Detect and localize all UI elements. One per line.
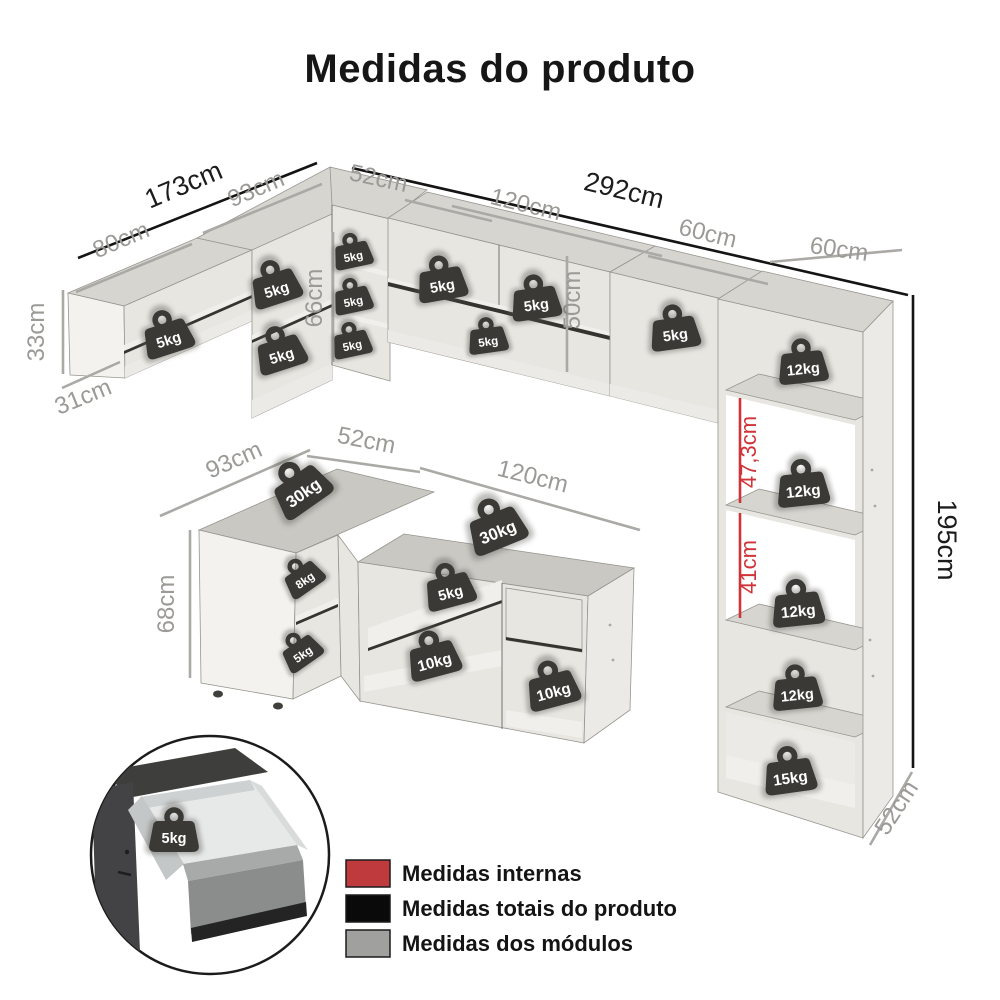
dim-line-80 <box>75 242 193 294</box>
dim-line-120-lower <box>419 466 641 532</box>
weight-badge: 30kg <box>453 485 536 562</box>
weight-badge: 5kg <box>326 227 378 274</box>
measurement-module-33: 33cm <box>23 303 50 362</box>
svg-text:12kg: 12kg <box>786 360 821 379</box>
svg-text:12kg: 12kg <box>785 482 821 503</box>
dim-line-60-second <box>769 248 903 264</box>
dim-line-52-lower <box>306 454 421 474</box>
dim-line-31 <box>61 360 121 390</box>
weight-badge: 5kg <box>325 316 377 363</box>
weight-badge: 15kg <box>756 740 823 799</box>
drawer-detail-inset: 5kg <box>89 734 331 976</box>
measurement-module-60-first: 60cm <box>676 214 739 254</box>
measurement-total-height: 195cm <box>932 499 962 580</box>
svg-text:5kg: 5kg <box>263 279 292 302</box>
weight-badge: 30kg <box>255 444 342 528</box>
weight-badge: 12kg <box>770 454 836 511</box>
legend: Medidas internas Medidas totais do produ… <box>345 859 677 958</box>
weight-badge: 10kg <box>397 622 469 687</box>
measurement-module-80: 80cm <box>89 216 154 264</box>
svg-text:15kg: 15kg <box>772 768 809 790</box>
weight-badge: 12kg <box>765 574 831 631</box>
svg-text:12kg: 12kg <box>780 602 816 623</box>
measurement-module-93-lower: 93cm <box>202 436 267 485</box>
top-face <box>716 270 894 333</box>
svg-text:12kg: 12kg <box>780 686 815 705</box>
weight-badge: 5kg <box>503 269 567 325</box>
dim-line-93-upper <box>202 182 323 235</box>
weight-badge: 5kg <box>414 554 482 616</box>
legend-swatch-module <box>345 929 391 958</box>
svg-text:5kg: 5kg <box>662 326 689 345</box>
measurement-module-60-second: 60cm <box>808 232 870 267</box>
measurement-total-width-right: 292cm <box>581 166 667 214</box>
svg-text:5kg: 5kg <box>155 329 184 352</box>
dimension-lines <box>61 161 915 846</box>
svg-text:5kg: 5kg <box>523 296 550 315</box>
weight-badge: 5kg <box>326 272 378 319</box>
drawer-front <box>188 860 306 934</box>
weight-badge: 8kg <box>271 546 331 604</box>
svg-text:5kg: 5kg <box>162 831 187 847</box>
weight-badge: 5kg <box>145 806 203 855</box>
dim-line-total-292 <box>351 166 909 297</box>
weight-badge: 5kg <box>269 620 329 678</box>
legend-label-module: Medidas dos módulos <box>402 931 633 956</box>
dim-line-60-first <box>647 254 769 286</box>
corner-filler <box>337 533 361 703</box>
dim-line-52-upper <box>404 198 493 223</box>
dim-line-total-173 <box>77 161 318 260</box>
measurement-module-50: 50cm <box>559 271 586 330</box>
legend-label-total: Medidas totais do produto <box>402 896 677 921</box>
svg-text:5kg: 5kg <box>437 583 465 605</box>
lower-cabinet-120cm <box>356 533 636 744</box>
measurement-module-66: 66cm <box>301 269 328 328</box>
legend-swatch-total <box>345 894 391 923</box>
weight-badge: 12kg <box>771 334 834 388</box>
weight-badge: 5kg <box>239 250 309 314</box>
weight-badge: 10kg <box>516 652 588 717</box>
measurement-module-68: 68cm <box>153 575 180 634</box>
end-panel <box>67 292 126 379</box>
dim-line-120-upper <box>451 204 663 258</box>
measurement-internal-41: 41cm <box>736 540 761 594</box>
svg-text:5kg: 5kg <box>477 334 499 350</box>
measurement-internal-47-3: 47,3cm <box>736 416 761 488</box>
svg-text:5kg: 5kg <box>268 345 297 368</box>
svg-text:5kg: 5kg <box>343 249 365 265</box>
legend-swatch-internal <box>345 859 391 888</box>
weight-badge: 5kg <box>462 313 513 358</box>
legend-label-internal: Medidas internas <box>402 861 582 886</box>
svg-text:5kg: 5kg <box>343 294 365 310</box>
dim-line-52-tower <box>868 771 914 846</box>
measurement-module-52-lower: 52cm <box>335 422 398 460</box>
page-title: Medidas do produto <box>304 47 695 91</box>
measurement-module-31: 31cm <box>51 374 116 421</box>
weight-badge: 5kg <box>642 299 706 355</box>
weight-badge: 5kg <box>408 249 473 307</box>
weight-badge: 5kg <box>244 316 314 380</box>
measurement-total-width-left: 173cm <box>140 155 226 214</box>
svg-text:5kg: 5kg <box>342 338 364 354</box>
weight-badge: 12kg <box>765 660 828 714</box>
weight-badges: 5kg 5kg 5kg 5kg 5kg 5kg 5kg 5kg 5kg 5kg … <box>131 227 835 799</box>
side-panel <box>862 300 894 840</box>
side-panel <box>583 567 635 744</box>
weight-badge: 5kg <box>131 300 201 364</box>
front-panel <box>198 529 297 700</box>
svg-text:5kg: 5kg <box>429 277 456 297</box>
